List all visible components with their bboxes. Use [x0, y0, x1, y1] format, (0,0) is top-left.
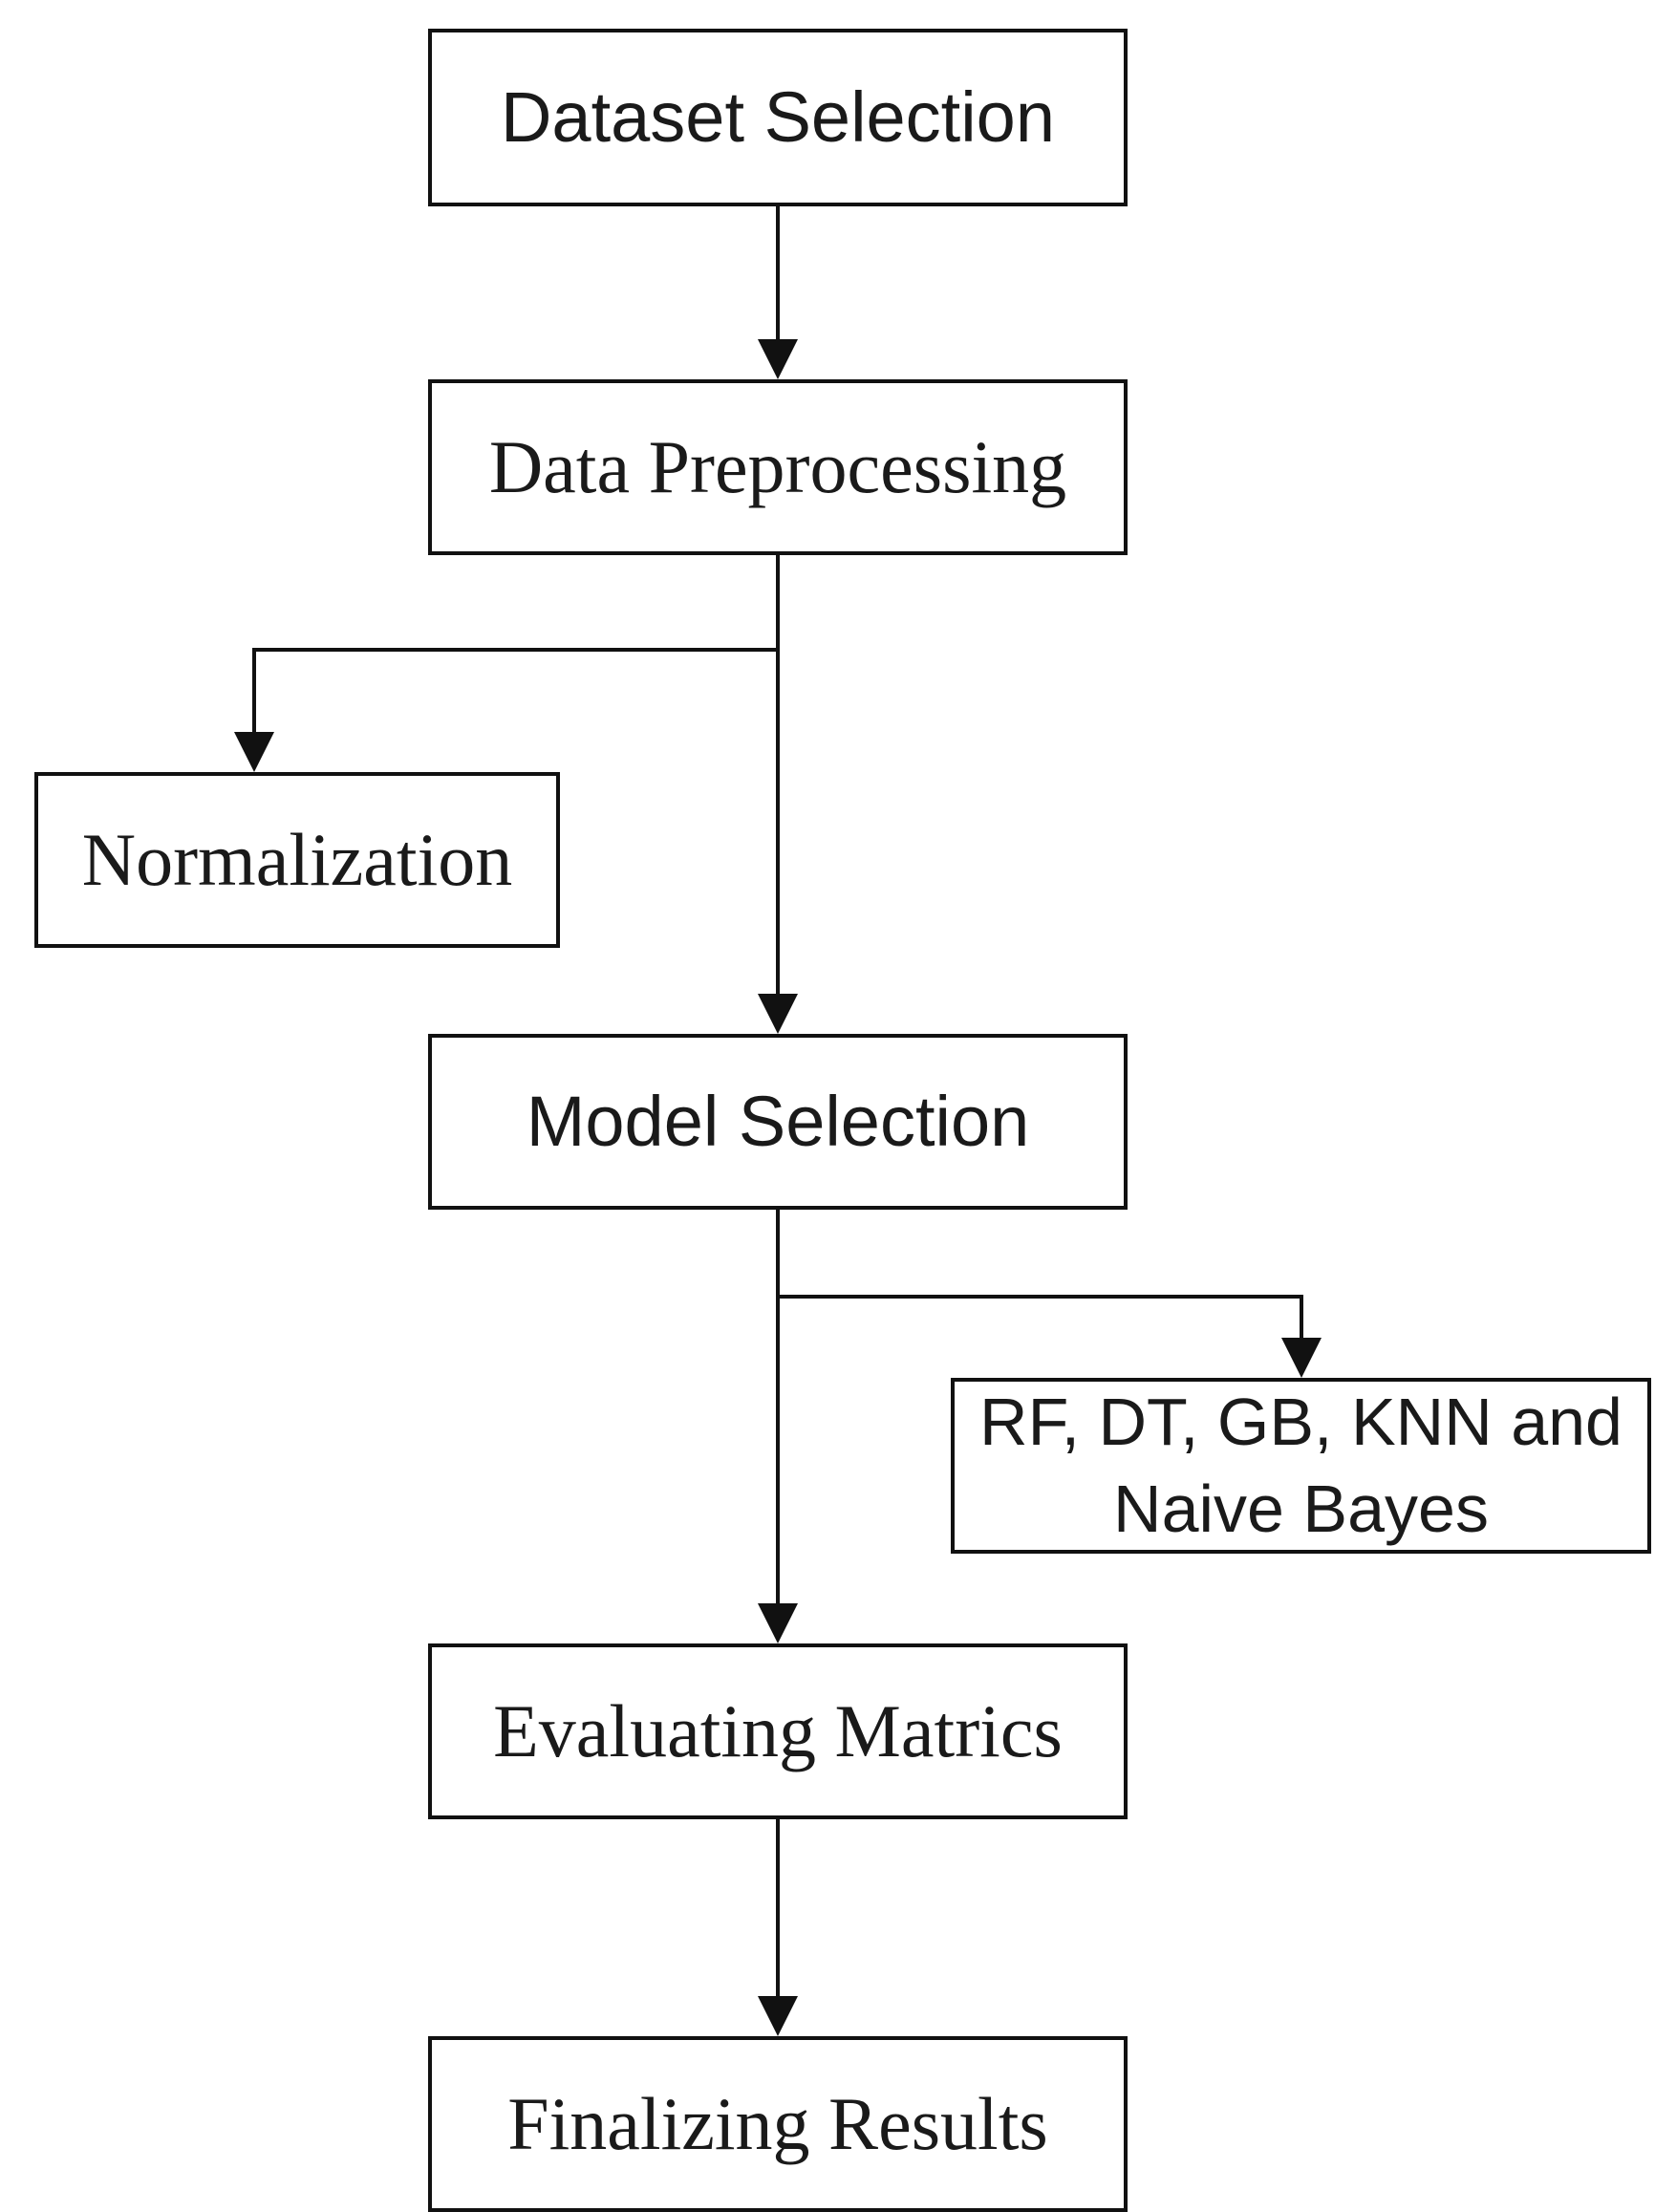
arrowhead-preprocessing	[758, 339, 798, 379]
node-data-preprocessing-label: Data Preprocessing	[488, 425, 1067, 509]
node-models-list-line2: Naive Bayes	[1113, 1471, 1489, 1546]
arrowhead-normalization	[234, 732, 274, 772]
node-normalization-label: Normalization	[81, 818, 513, 902]
branch-to-normalization	[252, 648, 778, 732]
node-finalizing-results-label: Finalizing Results	[507, 2082, 1048, 2166]
arrowhead-finalizing	[758, 1996, 798, 2036]
arrowhead-model	[758, 994, 798, 1034]
node-models-list: RF, DT, GB, KNN and Naive Bayes	[951, 1378, 1651, 1554]
node-normalization: Normalization	[34, 772, 560, 948]
node-data-preprocessing: Data Preprocessing	[428, 379, 1128, 555]
node-finalizing-results: Finalizing Results	[428, 2036, 1128, 2212]
node-dataset-selection-label: Dataset Selection	[500, 76, 1055, 157]
node-models-list-line1: RF, DT, GB, KNN and	[979, 1385, 1623, 1459]
node-dataset-selection: Dataset Selection	[428, 29, 1128, 206]
node-evaluating-matrics: Evaluating Matrics	[428, 1643, 1128, 1819]
arrowhead-evaluating	[758, 1603, 798, 1643]
node-evaluating-matrics-label: Evaluating Matrics	[493, 1689, 1063, 1773]
branch-to-models-list	[778, 1295, 1303, 1338]
node-models-list-text: RF, DT, GB, KNN and Naive Bayes	[979, 1379, 1623, 1553]
node-model-selection-label: Model Selection	[526, 1081, 1030, 1161]
node-model-selection: Model Selection	[428, 1034, 1128, 1210]
arrowhead-models-list	[1281, 1338, 1322, 1378]
